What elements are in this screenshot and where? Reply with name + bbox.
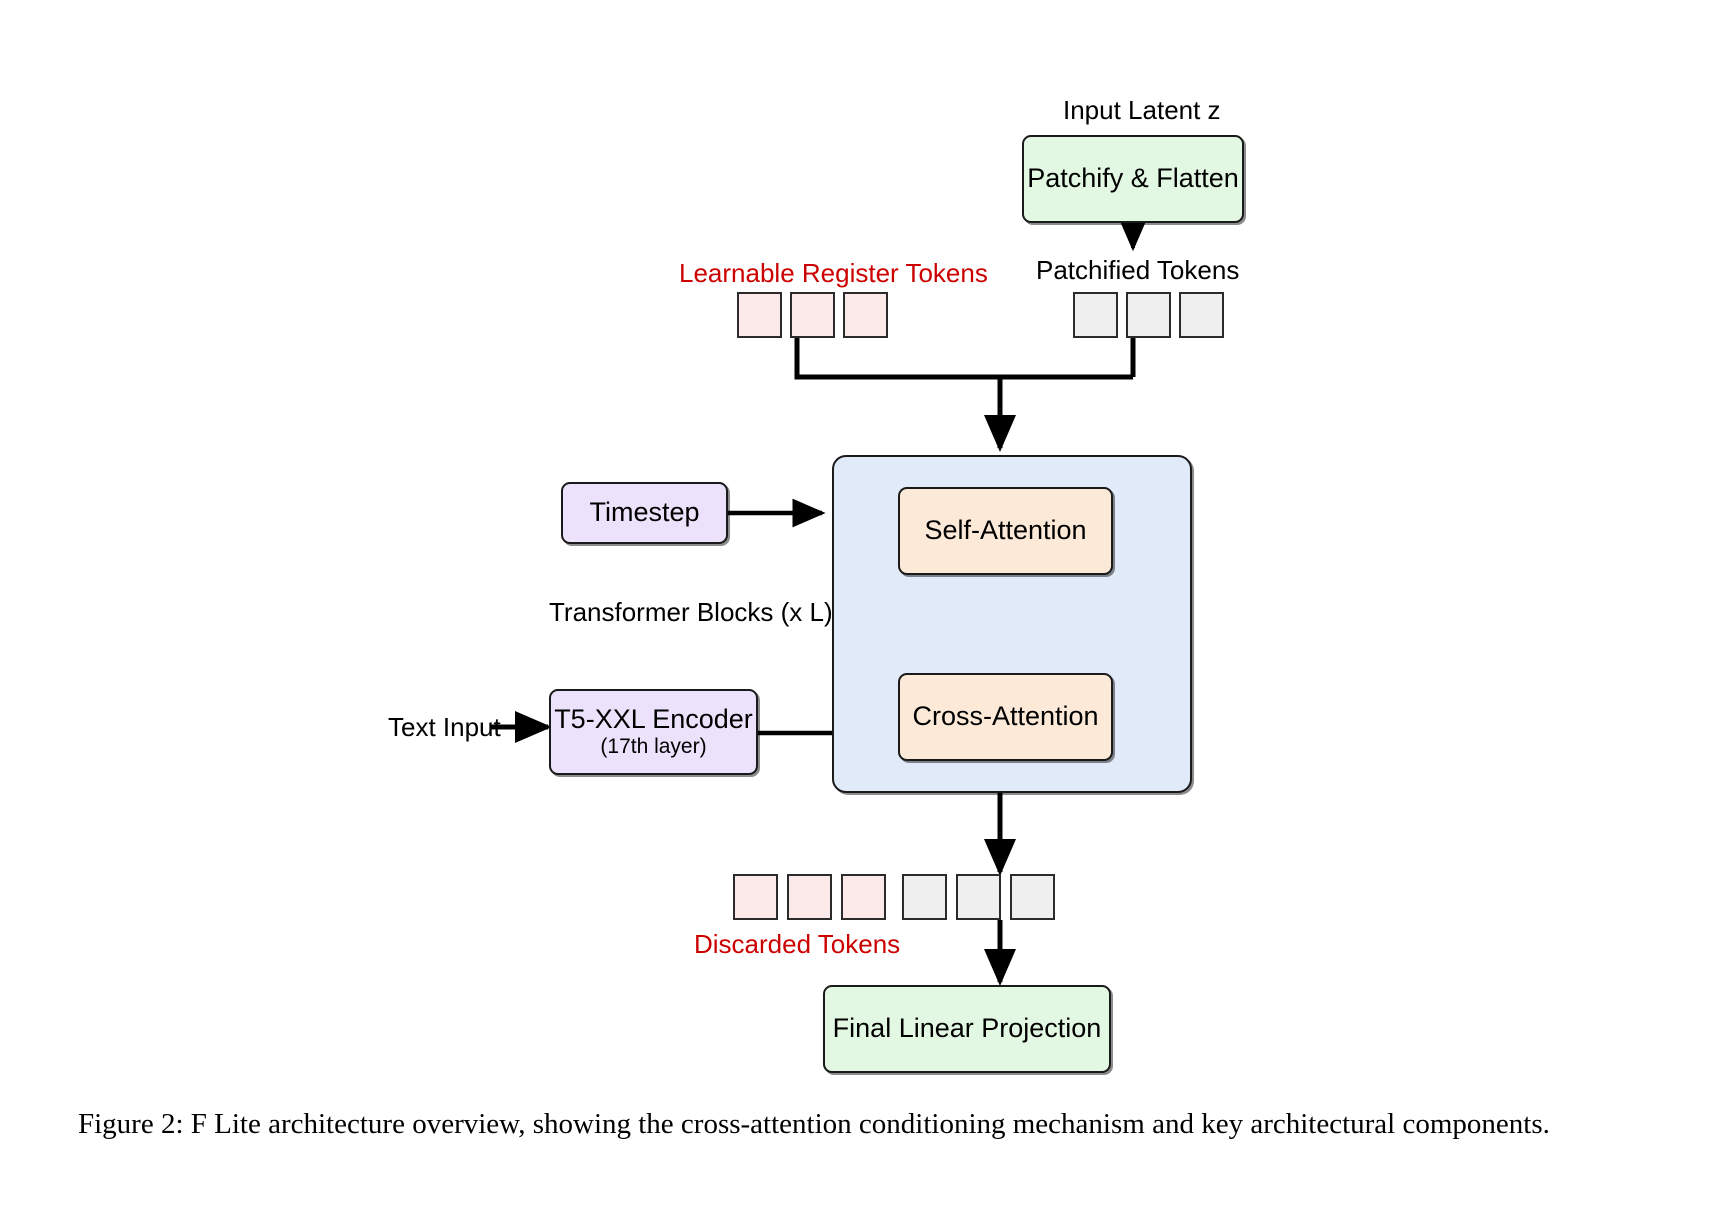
transformer-blocks-label: Transformer Blocks (x L) — [549, 597, 833, 627]
patchified-token — [1073, 292, 1118, 338]
t5-xxl-encoder-label: T5-XXL Encoder — [554, 704, 753, 735]
discarded-token — [733, 874, 778, 920]
patchify-flatten-node[interactable]: Patchify & Flatten — [1022, 135, 1244, 223]
cross-attention-label: Cross-Attention — [912, 701, 1099, 732]
patchified-token — [1179, 292, 1224, 338]
figure-caption: Figure 2: F Lite architecture overview, … — [78, 1108, 1550, 1140]
self-attention-node[interactable]: Self-Attention — [898, 487, 1113, 575]
discarded-tokens-label: Discarded Tokens — [694, 929, 901, 959]
patchify-flatten-label: Patchify & Flatten — [1027, 163, 1239, 194]
final-linear-projection-label: Final Linear Projection — [832, 1013, 1102, 1044]
patchified-token — [1126, 292, 1171, 338]
cross-attention-node[interactable]: Cross-Attention — [898, 673, 1113, 761]
register-token — [737, 292, 782, 338]
final-linear-projection-node[interactable]: Final Linear Projection — [823, 985, 1111, 1073]
text-input-label: Text Input — [388, 712, 501, 742]
register-token — [790, 292, 835, 338]
self-attention-label: Self-Attention — [924, 515, 1087, 546]
t5-xxl-encoder-node[interactable]: T5-XXL Encoder (17th layer) — [549, 689, 758, 775]
output-token — [1010, 874, 1055, 920]
t5-xxl-encoder-sublabel: (17th layer) — [600, 735, 707, 759]
output-token — [956, 874, 1001, 920]
output-token — [902, 874, 947, 920]
input-latent-label: Input Latent z — [1063, 95, 1221, 125]
timestep-label: Timestep — [589, 497, 700, 528]
patchified-tokens-label: Patchified Tokens — [1036, 255, 1240, 285]
discarded-token — [787, 874, 832, 920]
timestep-node[interactable]: Timestep — [561, 482, 728, 544]
learnable-register-tokens-label: Learnable Register Tokens — [679, 258, 988, 288]
discarded-token — [841, 874, 886, 920]
register-token — [843, 292, 888, 338]
